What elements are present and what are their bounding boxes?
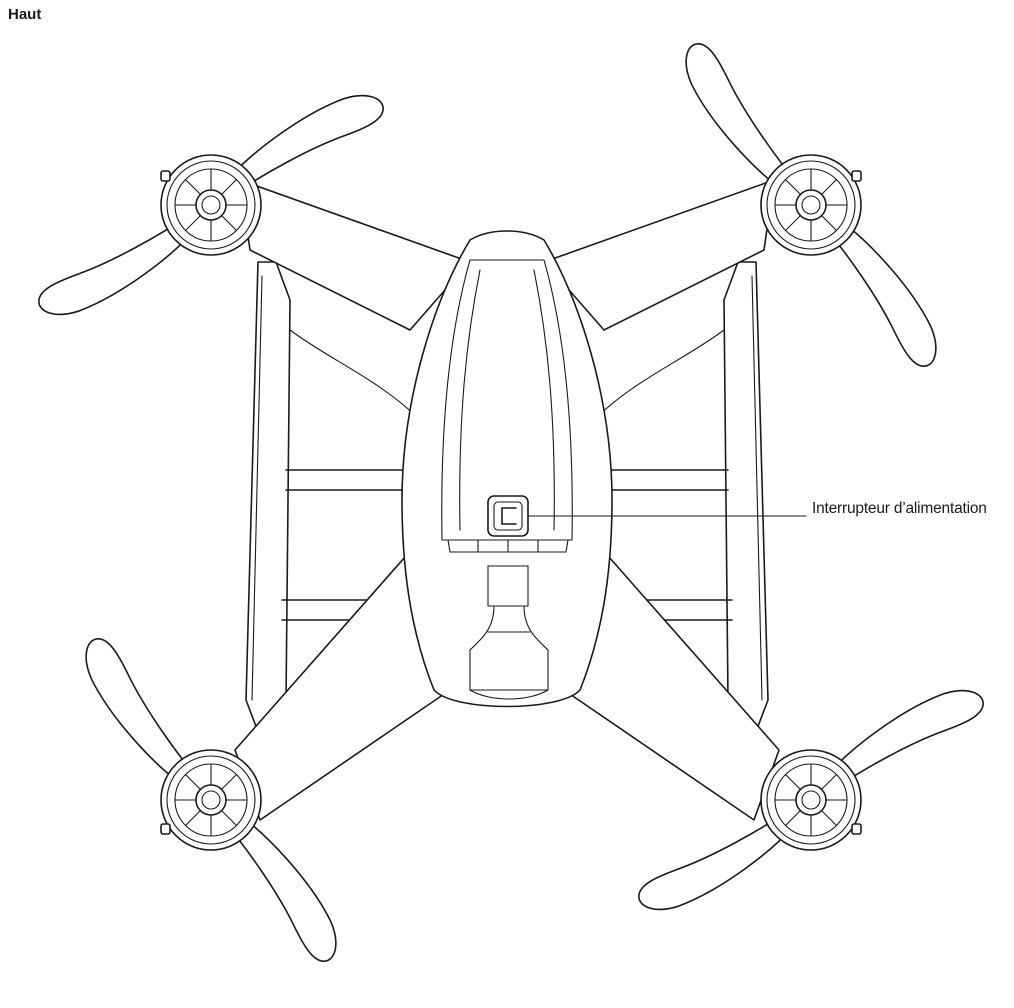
view-title: Haut [8,6,42,23]
rotor-front-left [33,66,389,344]
power-switch [487,495,529,537]
drone-body [401,230,613,708]
callout-power-switch-label: Interrupteur d’alimentation [812,500,987,517]
arms [234,179,780,821]
